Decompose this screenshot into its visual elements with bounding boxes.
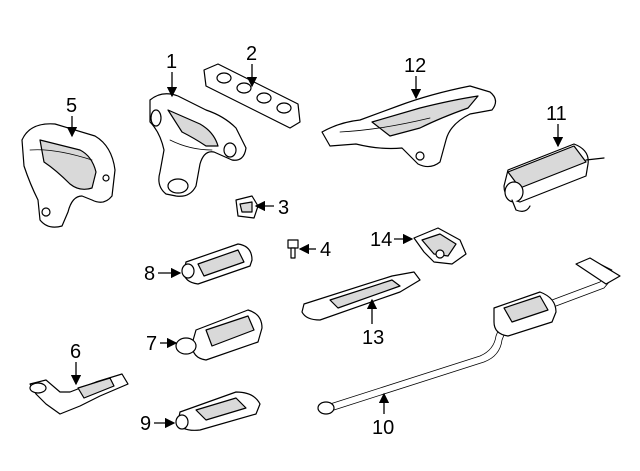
callout-13: 13 [362,298,384,349]
part-10-intermediate-pipe[interactable] [317,257,621,415]
callout-label-4: 4 [320,239,331,261]
callout-label-11: 11 [546,103,567,125]
part-9-catalytic-converter[interactable] [175,391,261,431]
callout-label-7: 7 [146,333,157,355]
callout-label-1: 1 [166,51,177,73]
callout-1: 1 [166,51,178,98]
part-1-exhaust-manifold[interactable] [149,93,247,197]
callout-label-8: 8 [144,263,155,285]
callout-12: 12 [404,55,426,100]
callout-label-12: 12 [404,55,426,77]
callout-label-9: 9 [140,413,151,435]
callout-6: 6 [70,341,82,386]
callout-8: 8 [144,263,182,285]
callout-label-10: 10 [372,417,394,439]
part-4-bolt[interactable] [287,239,299,259]
callout-9: 9 [140,413,176,435]
callout-label-6: 6 [70,341,81,363]
callout-3: 3 [254,197,289,219]
callout-label-5: 5 [66,95,77,117]
part-8-catalytic-converter[interactable] [181,243,253,285]
callout-7: 7 [146,333,178,355]
part-6-front-pipe[interactable] [29,373,129,415]
part-12-heat-shield[interactable] [321,85,497,168]
callout-4: 4 [298,239,331,261]
part-3-bracket[interactable] [235,195,259,219]
part-13-floor-heat-shield[interactable] [301,271,421,321]
part-11-rear-muffler[interactable] [503,143,605,212]
part-5-manifold-heat-shield[interactable] [21,123,116,228]
callout-11: 11 [546,103,567,148]
part-14-hanger-bracket[interactable] [413,227,467,265]
part-7-catalytic-converter[interactable] [175,309,263,361]
callout-10: 10 [372,392,394,439]
callout-2: 2 [246,43,258,88]
callout-label-13: 13 [362,327,384,349]
callout-label-14: 14 [370,229,392,251]
callout-label-3: 3 [278,197,289,219]
callout-14: 14 [370,229,414,251]
callout-label-2: 2 [246,43,257,65]
callout-5: 5 [66,95,78,138]
part-2-manifold-gasket[interactable] [203,63,301,129]
